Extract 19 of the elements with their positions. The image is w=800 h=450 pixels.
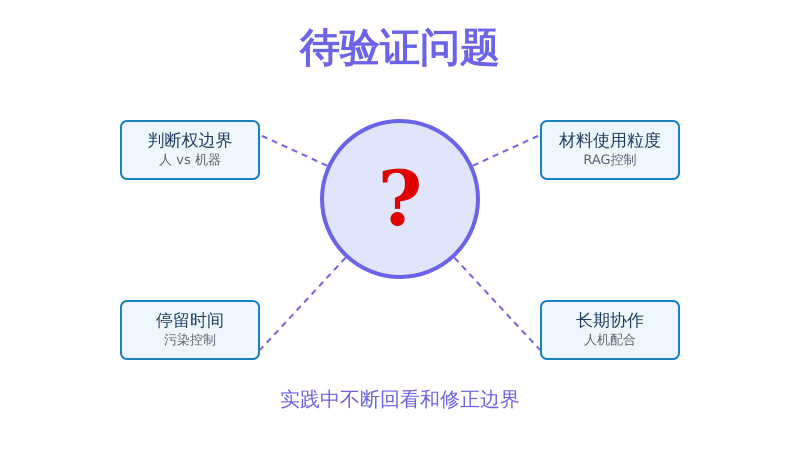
topic-subtitle: 污染控制 <box>164 332 216 350</box>
topic-subtitle: 人 vs 机器 <box>159 152 221 170</box>
topic-box <box>120 120 260 180</box>
caption: 实践中不断回看和修正边界 <box>279 386 521 413</box>
dashed-connector <box>472 134 540 167</box>
topic-box <box>540 120 680 180</box>
topic-title: 材料使用粒度 <box>559 130 661 152</box>
question-mark: ? <box>378 159 422 239</box>
dashed-connector <box>260 134 328 167</box>
topic-box <box>540 300 680 360</box>
dashed-connector <box>259 256 346 351</box>
dashed-connector <box>454 256 541 351</box>
topic-title: 停留时间 <box>156 310 224 332</box>
topic-box <box>120 300 260 360</box>
topic-subtitle: RAG控制 <box>583 152 637 170</box>
title: 待验证问题 <box>298 24 501 73</box>
topic-subtitle: 人机配合 <box>584 332 636 350</box>
topic-title: 长期协作 <box>576 310 644 332</box>
topic-title: 判断权边界 <box>148 130 232 152</box>
